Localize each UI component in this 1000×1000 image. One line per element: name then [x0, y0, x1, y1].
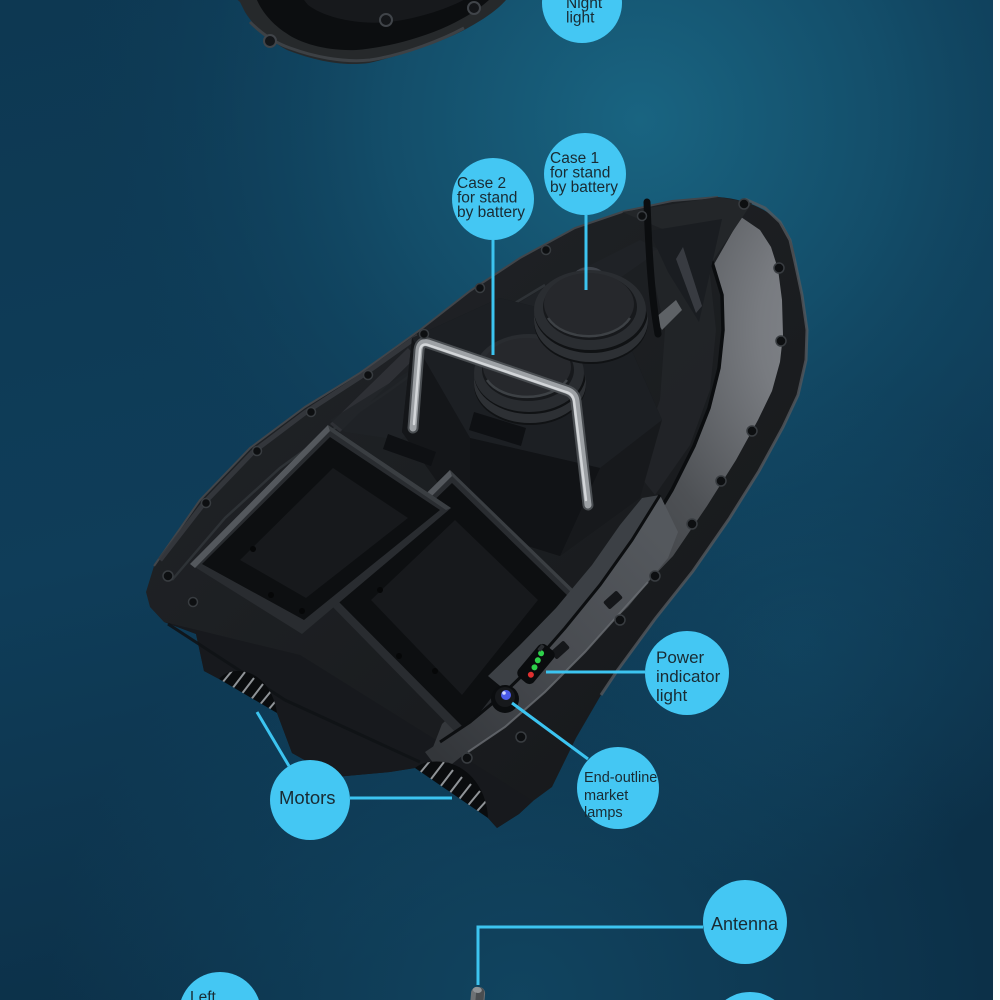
svg-text:by battery: by battery [457, 204, 525, 221]
svg-text:Antenna: Antenna [711, 914, 779, 934]
svg-text:Left: Left [190, 989, 217, 1000]
svg-text:light: light [656, 686, 687, 705]
svg-text:Case 1: Case 1 [550, 150, 599, 167]
svg-text:Power: Power [656, 648, 705, 667]
svg-text:for stand: for stand [457, 190, 517, 207]
svg-text:Case 2: Case 2 [457, 175, 506, 192]
svg-text:light: light [566, 10, 595, 27]
svg-text:for stand: for stand [550, 165, 610, 182]
svg-text:indicator: indicator [656, 667, 721, 686]
svg-text:market: market [584, 788, 628, 804]
svg-text:Motors: Motors [279, 787, 336, 808]
svg-text:Night: Night [566, 0, 603, 12]
svg-text:lamps: lamps [584, 805, 623, 821]
svg-text:by battery: by battery [550, 179, 618, 196]
svg-text:End-outline: End-outline [584, 770, 657, 786]
